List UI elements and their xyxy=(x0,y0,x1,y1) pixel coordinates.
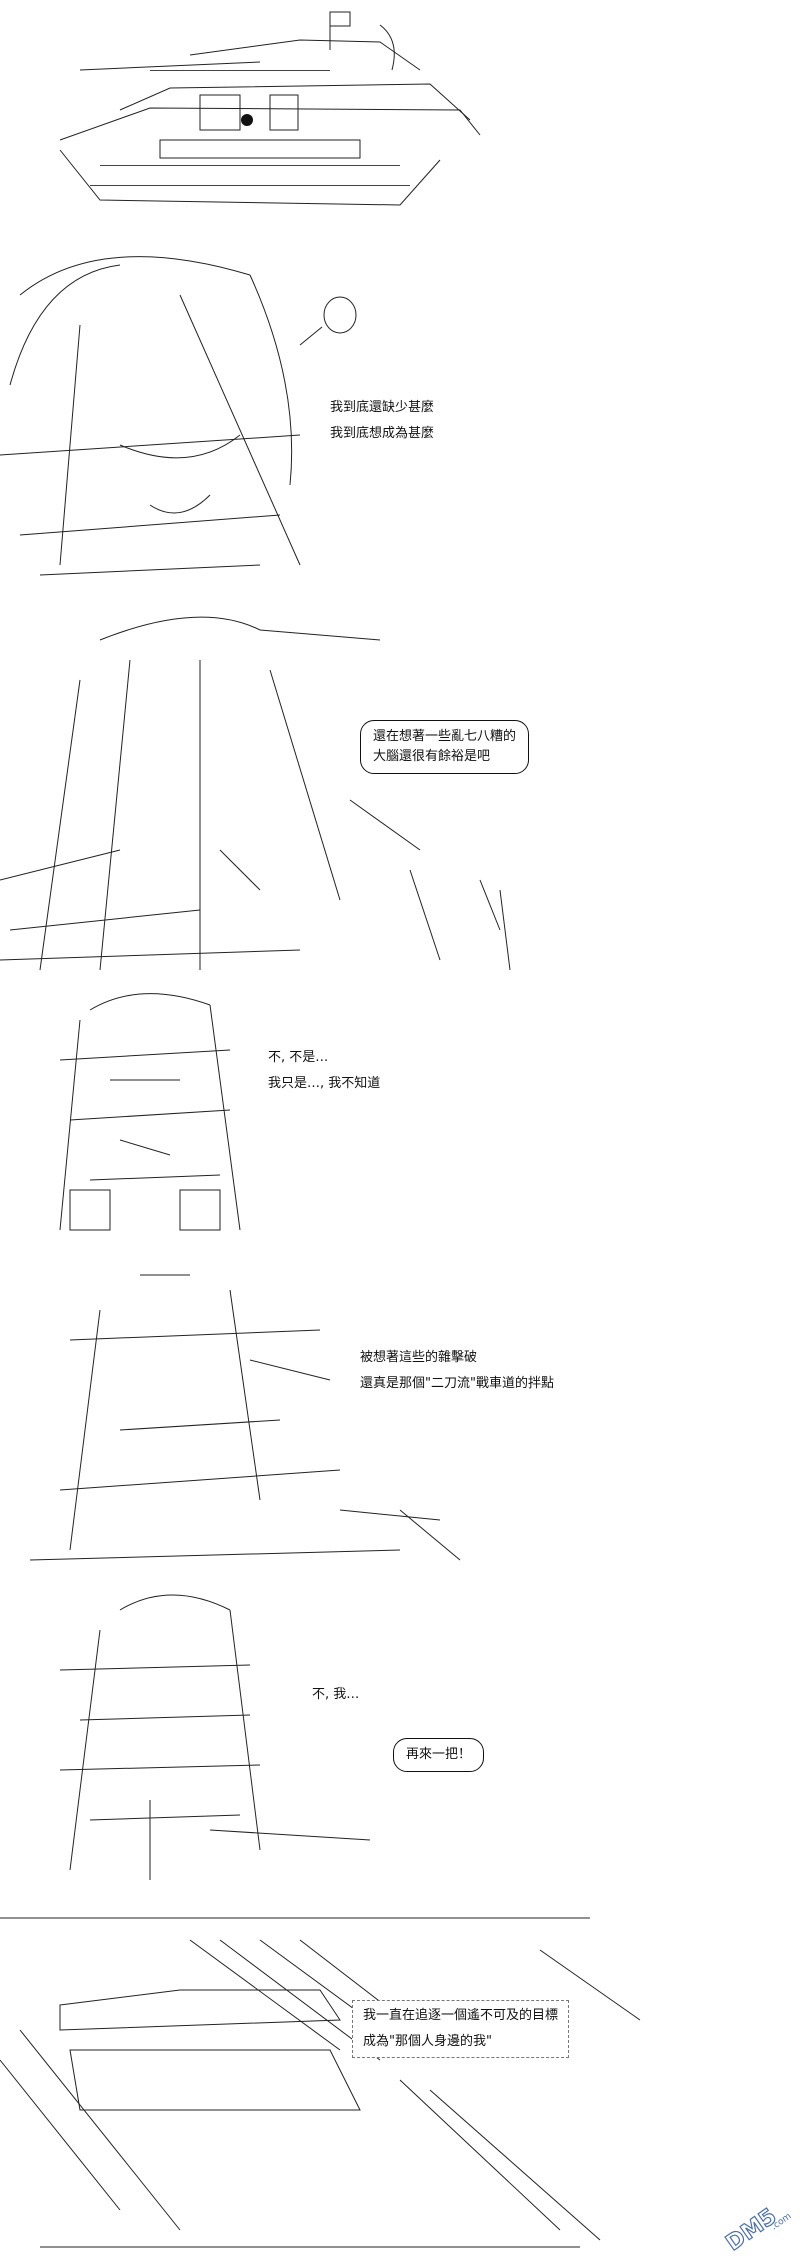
narration-text: 被想著這些的雜擊破 還真是那個"二刀流"戰車道的拌點 xyxy=(360,1350,554,1391)
girl-ascii-art xyxy=(0,256,357,576)
girl-ascii-art xyxy=(59,1594,371,1880)
girl-ascii-art xyxy=(29,1274,461,1561)
panel-girl-5: 不, 我… 再來一把！ xyxy=(0,1570,800,1910)
tank-ascii-art xyxy=(59,11,481,206)
dm5-logo-icon: DM5 .com xyxy=(721,2203,793,2256)
narration-text: 不, 我… xyxy=(312,1687,360,1702)
narration-box: 我一直在追逐一個遙不可及的目標 成為"那個人身邊的我" xyxy=(352,2000,570,2058)
panel-girl-4: 被想著這些的雜擊破 還真是那個"二刀流"戰車道的拌點 xyxy=(0,1250,800,1570)
watermark: DM5 .com xyxy=(718,2196,798,2256)
speech-bubble: 還在想著一些亂七八糟的 大腦還很有餘裕是吧 xyxy=(360,720,530,774)
panel-girl-2: 還在想著一些亂七八糟的 大腦還很有餘裕是吧 xyxy=(0,600,800,980)
girl-ascii-art xyxy=(59,993,241,1231)
speech-bubble: 再來一把！ xyxy=(393,1738,485,1772)
panel-girl-3: 不, 不是… 我只是…, 我不知道 xyxy=(0,980,800,1250)
narration-text: 不, 不是… 我只是…, 我不知道 xyxy=(268,1050,381,1091)
narration-text: 我到底還缺少甚麼 我到底想成為甚麼 xyxy=(330,400,435,441)
panel-girl-1: 我到底還缺少甚麼 我到底想成為甚麼 xyxy=(0,235,800,600)
panel-tank-rain: 我一直在追逐一個遙不可及的目標 成為"那個人身邊的我" xyxy=(0,1910,800,2257)
panel-tank xyxy=(0,0,800,235)
girl-ascii-art xyxy=(0,616,511,971)
tank-rain-ascii-art xyxy=(0,1917,641,2248)
